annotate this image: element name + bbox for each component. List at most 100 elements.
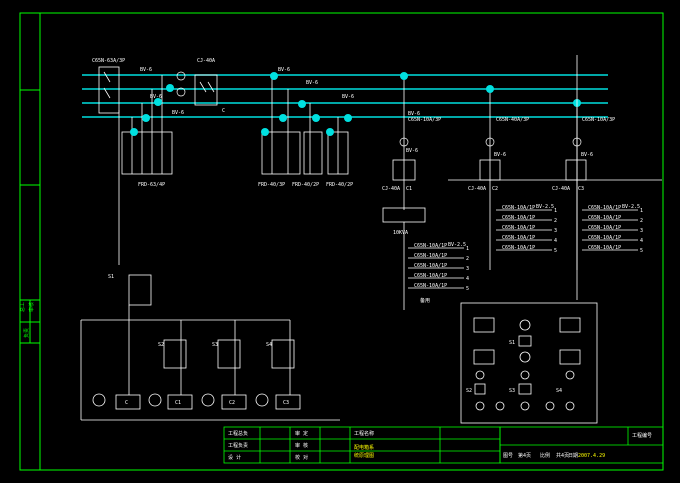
front-panel bbox=[460, 302, 598, 424]
f2-branch-label-1: C65N-10A/1P bbox=[502, 215, 535, 221]
f2-branch-wire-0: BV-2.5 bbox=[536, 204, 554, 210]
mid-bv-c: BV-6 bbox=[342, 94, 354, 100]
f3-branch-label-4: C65N-10A/1P bbox=[588, 245, 621, 251]
feeder1-contactor: CJ-40A bbox=[382, 186, 400, 192]
f1-branch-label-4: C65N-10A/1P bbox=[414, 283, 447, 289]
f1-branch-label-2: C65N-10A/1P bbox=[414, 263, 447, 269]
f1-spare: 备用 bbox=[420, 297, 430, 304]
f3-branch-label-0: C65N-10A/1P bbox=[588, 205, 621, 211]
contactor-tag: C bbox=[222, 108, 225, 114]
title-block bbox=[223, 426, 664, 464]
f3-branch-wire-0: BV-2.5 bbox=[622, 204, 640, 210]
f1-branch-label-1: C65N-10A/1P bbox=[414, 253, 447, 259]
control-s2: S2 bbox=[158, 342, 164, 348]
feeder2-subwire: BV-6 bbox=[494, 152, 506, 158]
tb-b1: 第4页 bbox=[518, 452, 531, 459]
contactor-label: CJ-40A bbox=[197, 58, 215, 64]
f3-branch-num-2: 3 bbox=[640, 228, 643, 234]
f1-branch-num-0: 1 bbox=[466, 246, 469, 252]
control-s3: S3 bbox=[212, 342, 218, 348]
feeder3-breaker: C65N-10A/3P bbox=[582, 117, 615, 123]
tb-side-0: 总工 bbox=[19, 302, 26, 312]
bv-label-c: BV-6 bbox=[172, 110, 184, 116]
panel-s4: S4 bbox=[556, 388, 562, 394]
f2-branch-label-0: C65N-10A/1P bbox=[502, 205, 535, 211]
cursor-crosshair bbox=[448, 55, 662, 300]
tb-project-0: 配电箱系 bbox=[354, 444, 374, 451]
fuse-section bbox=[261, 75, 349, 175]
panel-s1: S1 bbox=[509, 340, 515, 346]
feeder1-wire: BV-6 bbox=[408, 111, 420, 117]
feeder3-tag: C3 bbox=[578, 186, 584, 192]
f2-branch-label-4: C65N-10A/1P bbox=[502, 245, 535, 251]
tb-b0: 图号 bbox=[503, 453, 513, 459]
f3-branch-num-0: 1 bbox=[640, 208, 643, 214]
feeder-meters bbox=[399, 137, 582, 147]
tb-left-1: 工程负责 bbox=[228, 442, 248, 449]
f1-branch-label-0: C65N-10A/1P bbox=[414, 243, 447, 249]
f2-branch-num-4: 5 bbox=[554, 248, 557, 254]
f2-branch-num-3: 4 bbox=[554, 238, 557, 244]
f1-branch-num-1: 2 bbox=[466, 256, 469, 262]
tb-project-label: 工程名称 bbox=[354, 430, 374, 437]
feeder3-contactor: CJ-40A bbox=[552, 186, 570, 192]
bus-nodes-mid bbox=[261, 72, 352, 136]
f3-branch-label-3: C65N-10A/1P bbox=[588, 235, 621, 241]
tb-b4: 日期 bbox=[568, 453, 578, 459]
drawing-frame bbox=[19, 12, 664, 471]
f3-branch-label-1: C65N-10A/1P bbox=[588, 215, 621, 221]
f1-branch-label-3: C65N-10A/1P bbox=[414, 273, 447, 279]
feeder1-breaker: C65N-10A/3P bbox=[408, 117, 441, 123]
f1-branch-wire-0: BV-2.5 bbox=[448, 242, 466, 248]
tb-side-2: 负责 bbox=[23, 328, 30, 338]
meters-left bbox=[176, 71, 186, 97]
feeder2-breaker: C65N-40A/3P bbox=[496, 117, 529, 123]
feeder3-subwire: BV-6 bbox=[581, 152, 593, 158]
incoming-section bbox=[98, 66, 218, 265]
mid-fuse-a: FRD-40/3P bbox=[258, 182, 285, 188]
f2-branch-label-3: C65N-10A/1P bbox=[502, 235, 535, 241]
tb-mid-2: 校 对 bbox=[295, 454, 308, 461]
f3-branch-num-3: 4 bbox=[640, 238, 643, 244]
f2-branch-num-1: 2 bbox=[554, 218, 557, 224]
coil-c2: C2 bbox=[229, 400, 235, 406]
f2-branch-num-0: 1 bbox=[554, 208, 557, 214]
control-s1: S1 bbox=[108, 274, 114, 280]
bus-nodes-left bbox=[130, 84, 174, 136]
coil-c: C bbox=[125, 400, 128, 406]
tb-mid-0: 审 定 bbox=[295, 430, 308, 437]
mid-bv-b: BV-6 bbox=[306, 80, 318, 86]
f3-branch-num-4: 5 bbox=[640, 248, 643, 254]
labels: C65N-63A/3P BV-6 BV-6 BV-6 CJ-40A C FRD-… bbox=[19, 58, 652, 461]
feeder2-tag: C2 bbox=[492, 186, 498, 192]
tb-side-1: 审核 bbox=[28, 302, 35, 312]
coil-c3: C3 bbox=[283, 400, 289, 406]
panel-s3: S3 bbox=[509, 388, 515, 394]
bv-label-a: BV-6 bbox=[140, 67, 152, 73]
control-s4: S4 bbox=[266, 342, 272, 348]
feeder1-box: 10KVA bbox=[393, 230, 408, 236]
tb-b5: 2007.4.29 bbox=[578, 453, 605, 459]
coil-c1: C1 bbox=[175, 400, 181, 406]
tb-left-0: 工程总负 bbox=[228, 430, 248, 437]
f1-branch-num-4: 5 bbox=[466, 286, 469, 292]
feeder1-subwire: BV-6 bbox=[406, 148, 418, 154]
fuse-group-label: FRD-63/4P bbox=[138, 182, 165, 188]
tb-project-1: 统原理图 bbox=[354, 452, 374, 459]
control-circuit bbox=[80, 274, 340, 421]
bv-label-b: BV-6 bbox=[150, 94, 162, 100]
tb-mid-1: 审 核 bbox=[295, 442, 308, 449]
feeder2-contactor: CJ-40A bbox=[468, 186, 486, 192]
f2-branch-num-2: 3 bbox=[554, 228, 557, 234]
tb-b3: 共4页 bbox=[556, 452, 569, 459]
f1-branch-num-3: 4 bbox=[466, 276, 469, 282]
f3-branch-num-1: 2 bbox=[640, 218, 643, 224]
mid-fuse-b: FRD-40/2P bbox=[292, 182, 319, 188]
mid-fuse-c: FRD-40/2P bbox=[326, 182, 353, 188]
feeder1-tag: C1 bbox=[406, 186, 412, 192]
f3-branch-label-2: C65N-10A/1P bbox=[588, 225, 621, 231]
tb-corner: 工程编号 bbox=[632, 432, 652, 439]
f1-branch-num-2: 3 bbox=[466, 266, 469, 272]
